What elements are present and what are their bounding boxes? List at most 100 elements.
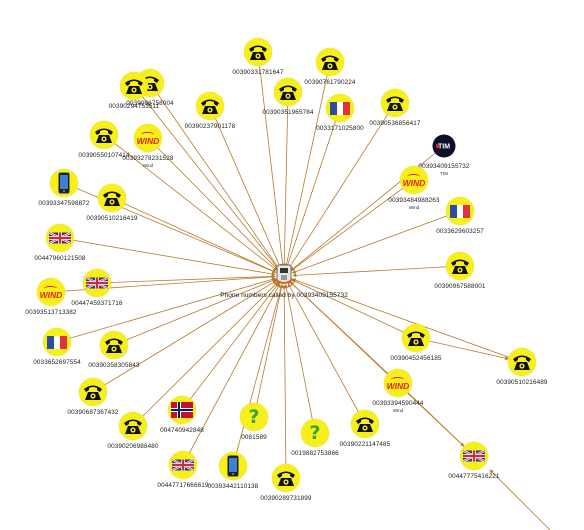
edge-n32-to-center: [232, 284, 283, 467]
edge-n18-to-center: [96, 274, 276, 284]
mobile-phone-icon: [58, 172, 70, 194]
node-label: 00390221147485: [339, 441, 391, 448]
node-icon-holder: [50, 169, 78, 197]
node-circle: [400, 166, 428, 194]
wind-logo-icon: WIND: [387, 376, 409, 390]
flag-france-icon: [330, 101, 351, 115]
node-icon-holder: [316, 48, 344, 76]
edge-n13-to-center: [111, 197, 277, 273]
node-icon-holder: [168, 396, 196, 424]
node-icon-holder: [219, 452, 247, 480]
telephone-icon: [279, 85, 297, 100]
wind-logo-icon: WIND: [403, 173, 425, 187]
telephone-icon: [95, 128, 113, 143]
node-label: 00390452456185: [390, 355, 442, 362]
edge-n27-to-center: [253, 284, 284, 418]
flag-uk-icon: [172, 458, 194, 472]
edge-n7-to-center: [286, 107, 341, 269]
node-icon-holder: [446, 197, 474, 225]
node-icon-holder: [274, 78, 302, 106]
node-label: 0033652697554: [33, 359, 81, 366]
node-label: 00390550107414: [78, 152, 130, 159]
node-icon-holder: [119, 412, 147, 440]
handset-on-base-icon: [274, 264, 294, 284]
edge-n28-to-center: [284, 284, 316, 434]
node-icon-holder: [83, 269, 111, 297]
node-icon-holder: [402, 324, 430, 352]
telephone-icon: [125, 79, 143, 94]
telephone-icon: [321, 55, 339, 70]
node-label: 00390510216419: [86, 215, 138, 222]
node-label: 00390510216489: [496, 379, 548, 386]
node-circle: [301, 419, 329, 447]
node-label: 0039096758004: [126, 100, 174, 107]
edge-n15-to-center: [291, 210, 461, 274]
telephone-icon: [103, 191, 121, 206]
flag-uk-icon: [49, 231, 71, 245]
edge-n23-to-center: [291, 278, 523, 363]
node-icon-holder: TIM: [430, 132, 458, 160]
node-label: 00393394590444: [372, 400, 424, 407]
center-phone-node[interactable]: [272, 262, 296, 286]
edge-n10-to-center: [147, 137, 279, 271]
node-label: 00393347598872: [38, 200, 90, 207]
node-label: 00390351965784: [262, 109, 314, 116]
edge-n22-to-n23: [429, 340, 509, 361]
edge-n24-to-center: [92, 280, 277, 393]
flag-uk-icon: [86, 276, 108, 290]
svg-text:TIM: TIM: [438, 144, 450, 151]
question-mark-icon: ?: [248, 405, 260, 428]
telephone-icon: [105, 338, 123, 353]
edge-n33-to-center: [282, 284, 287, 479]
node-circle: [240, 403, 268, 431]
edge-n6-to-center: [282, 91, 289, 268]
edge-n5-to-center: [209, 105, 281, 269]
node-circle: [134, 124, 162, 152]
flag-norway-icon: [171, 402, 193, 418]
telephone-icon: [407, 331, 425, 346]
node-icon-holder: [100, 331, 128, 359]
node-label: 00390967588001: [434, 283, 486, 290]
telephone-icon: [124, 419, 142, 434]
node-icon-holder: [46, 224, 74, 252]
node-label: 00390237901178: [184, 123, 236, 130]
node-circle: [37, 278, 65, 306]
telephone-icon: [356, 417, 374, 432]
edge-n17-to-center: [292, 265, 461, 278]
edge-n21-to-center: [113, 278, 277, 346]
node-icon-holder: [169, 451, 197, 479]
telephone-icon: [249, 45, 267, 60]
telephone-icon: [451, 259, 469, 274]
node-label: 00390294753511: [108, 103, 160, 110]
node-label: 00390206988480: [107, 443, 159, 450]
center-node-label: Phone numbers called by 00393409155732: [220, 292, 348, 299]
node-label: 00447775416221: [448, 473, 500, 480]
mobile-phone-icon: [227, 455, 239, 477]
node-label: 00390536856417: [369, 120, 421, 127]
edge-n29-to-center: [287, 283, 366, 425]
node-icon-holder: [90, 121, 118, 149]
node-carrier-label: TIM: [440, 171, 448, 176]
node-carrier-label: Wind: [408, 205, 420, 210]
node-icon-holder: ?: [301, 419, 329, 447]
node-icon-holder: [460, 442, 488, 470]
node-icon-holder: [244, 38, 272, 66]
node-icon-holder: [351, 410, 379, 438]
node-label: 00447717666619: [157, 482, 209, 489]
node-label: 0019882753866: [291, 450, 339, 457]
node-label: 00447960121508: [34, 255, 86, 262]
node-carrier-label: Wind: [142, 163, 154, 168]
node-label: 00390358305843: [88, 362, 140, 369]
node-label: 00393278231528: [122, 155, 174, 162]
edge-n22-to-center: [291, 279, 417, 339]
wind-logo-icon: WIND: [40, 285, 62, 299]
edge-n3-to-center: [284, 61, 331, 268]
node-label: 0033629603257: [436, 228, 484, 235]
node-label: 00390687367432: [67, 409, 119, 416]
node-icon-holder: WIND: [384, 369, 412, 397]
edge-n14-to-center: [290, 179, 415, 272]
flag-france-icon: [47, 335, 68, 349]
question-mark-icon: ?: [309, 421, 321, 444]
node-icon-holder: [272, 464, 300, 492]
